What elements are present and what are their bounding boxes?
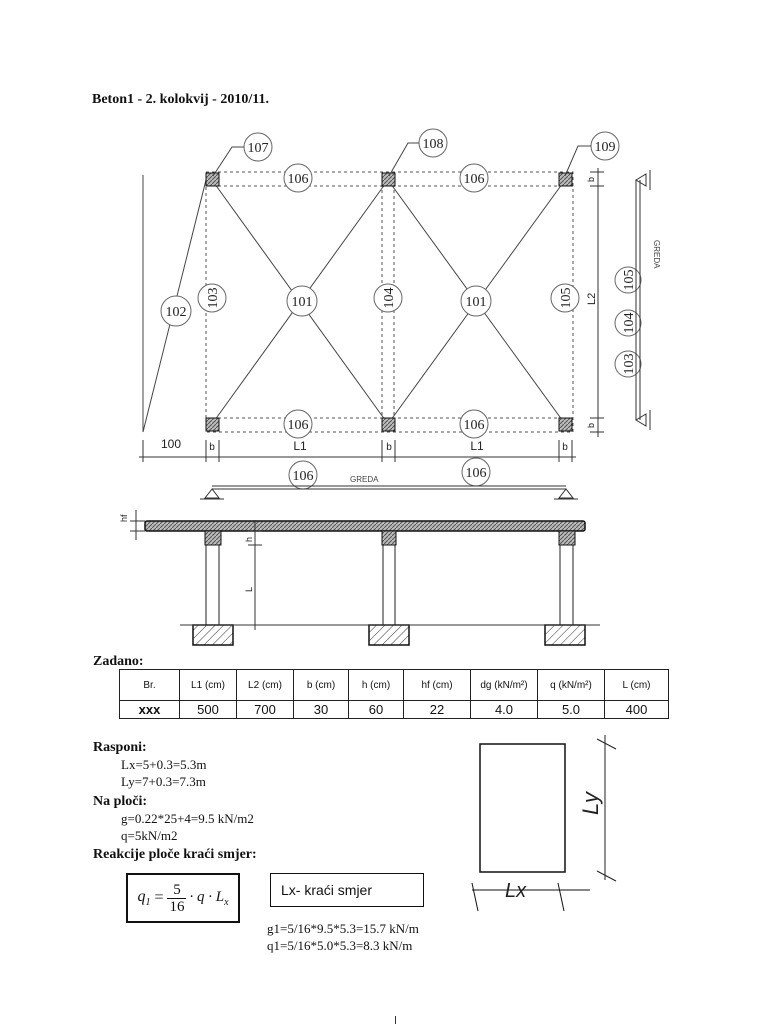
span-ly: Ly=7+0.3=7.3m [121, 774, 206, 789]
slab-title: Na ploči: [93, 794, 148, 809]
value-q: 5.0 [537, 700, 605, 719]
section-h-label: h [244, 537, 254, 542]
table-row: xxx 500 700 30 60 22 4.0 5.0 400 [119, 700, 669, 719]
label-103: 103 [206, 288, 221, 309]
page-mark [395, 1016, 396, 1024]
label-106-tl: 106 [288, 172, 309, 187]
dim-b-right-top: b [586, 177, 596, 182]
column-108 [381, 172, 396, 187]
header-b: b (cm) [293, 669, 349, 701]
value-h: 60 [348, 700, 404, 719]
slab-g: g=0.22*25+4=9.5 kN/m2 [121, 811, 254, 826]
dim-100: 100 [161, 437, 181, 451]
value-L: 400 [604, 700, 669, 719]
value-hf: 22 [403, 700, 471, 719]
columns [205, 172, 573, 432]
label-101-right: 101 [466, 295, 487, 310]
label-106-tr: 106 [464, 172, 485, 187]
section-view [130, 510, 600, 646]
header-br: Br. [119, 669, 180, 701]
section-hf-label: hf [119, 514, 129, 522]
given-title: Zadano: [93, 654, 144, 669]
spans-title: Rasponi: [93, 740, 147, 755]
column-107 [205, 172, 220, 187]
value-b: 30 [293, 700, 349, 719]
label-circle-106-tl [283, 163, 313, 193]
reaction-formula-box: q1 = 5 16 · q · Lx [126, 873, 240, 923]
label-circle-101-left [286, 285, 318, 317]
header-h: h (cm) [348, 669, 404, 701]
label-circle-105 [550, 283, 580, 313]
greda-label-bottom: GREDA [350, 475, 379, 484]
label-107: 107 [248, 141, 269, 156]
bottom-beam-diagram [200, 485, 578, 500]
value-l2: 700 [236, 700, 294, 719]
column-bottom-left [205, 417, 220, 432]
label-106-beam-left: 106 [293, 469, 314, 484]
short-direction-note: Lx- kraći smjer [270, 873, 424, 907]
header-dg: dg (kN/m²) [470, 669, 538, 701]
label-102: 102 [166, 305, 187, 320]
table-header-row: Br. L1 (cm) L2 (cm) b (cm) h (cm) hf (cm… [119, 669, 669, 701]
slab-sketch: Ly Lx [471, 735, 617, 912]
formula-fraction: 5 16 [167, 881, 187, 915]
label-circle-104-side [614, 309, 642, 337]
column-bottom-right [558, 417, 573, 432]
header-L: L (cm) [604, 669, 669, 701]
label-106-br: 106 [464, 418, 485, 433]
greda-label-side: GREDA [652, 240, 661, 269]
dim-L1-left: L1 [293, 439, 307, 453]
given-data-table: Br. L1 (cm) L2 (cm) b (cm) h (cm) hf (cm… [119, 669, 669, 719]
reactions-title: Reakcije ploče kraći smjer: [93, 847, 257, 862]
label-circle-101-right [460, 285, 492, 317]
label-106-beam-right: 106 [466, 466, 487, 481]
label-108: 108 [423, 137, 444, 152]
dim-L1-right: L1 [470, 439, 484, 453]
label-109: 109 [595, 140, 616, 155]
label-106-bl: 106 [288, 418, 309, 433]
header-hf: hf (cm) [403, 669, 471, 701]
dim-b-right-bottom: b [586, 423, 596, 428]
floor-plan-drawing: 106 106 106 106 101 101 102 107 108 109 … [119, 128, 661, 646]
sketch-lx-label: Lx [505, 880, 527, 902]
column-109 [558, 172, 573, 187]
label-circle-106-bl [283, 409, 313, 439]
bottom-dimension-line [139, 440, 576, 462]
label-104: 104 [382, 288, 397, 309]
header-l1: L1 (cm) [179, 669, 237, 701]
label-circle-106-br [459, 409, 489, 439]
reaction-q1: q1=5/16*5.0*5.3=8.3 kN/m [267, 938, 413, 953]
label-105: 105 [559, 288, 574, 309]
side-beam-diagram [635, 170, 651, 430]
label-circle-106-tr [459, 163, 489, 193]
formula-rest: · q · Lx [189, 888, 229, 908]
value-dg: 4.0 [470, 700, 538, 719]
dim-b-1: b [209, 442, 215, 453]
label-103-side: 103 [622, 354, 637, 375]
section-L-label: L [244, 587, 254, 592]
label-circle-102 [160, 295, 192, 327]
label-101-left: 101 [292, 295, 313, 310]
document-title: Beton1 - 2. kolokvij - 2010/11. [92, 92, 269, 107]
label-104-side: 104 [622, 313, 637, 334]
slab-q: q=5kN/m2 [121, 828, 178, 843]
label-circle-103-side [614, 350, 642, 378]
reaction-g1: g1=5/16*9.5*5.3=15.7 kN/m [267, 921, 419, 936]
formula-lhs: q1 [137, 887, 151, 909]
sketch-ly-label: Ly [578, 790, 603, 815]
dim-b-2: b [386, 442, 392, 453]
right-dimension-line [590, 168, 604, 437]
column-bottom-mid [381, 417, 396, 432]
value-l1: 500 [179, 700, 237, 719]
label-105-side: 105 [622, 270, 637, 291]
label-circle-105-side [614, 266, 642, 294]
dim-b-3: b [562, 442, 568, 453]
span-lx: Lx=5+0.3=5.3m [121, 757, 207, 772]
label-circle-104 [373, 283, 403, 313]
value-br: xxx [119, 700, 180, 719]
dim-L2: L2 [586, 293, 598, 305]
header-l2: L2 (cm) [236, 669, 294, 701]
label-circle-103 [197, 283, 227, 313]
header-q: q (kN/m²) [537, 669, 605, 701]
